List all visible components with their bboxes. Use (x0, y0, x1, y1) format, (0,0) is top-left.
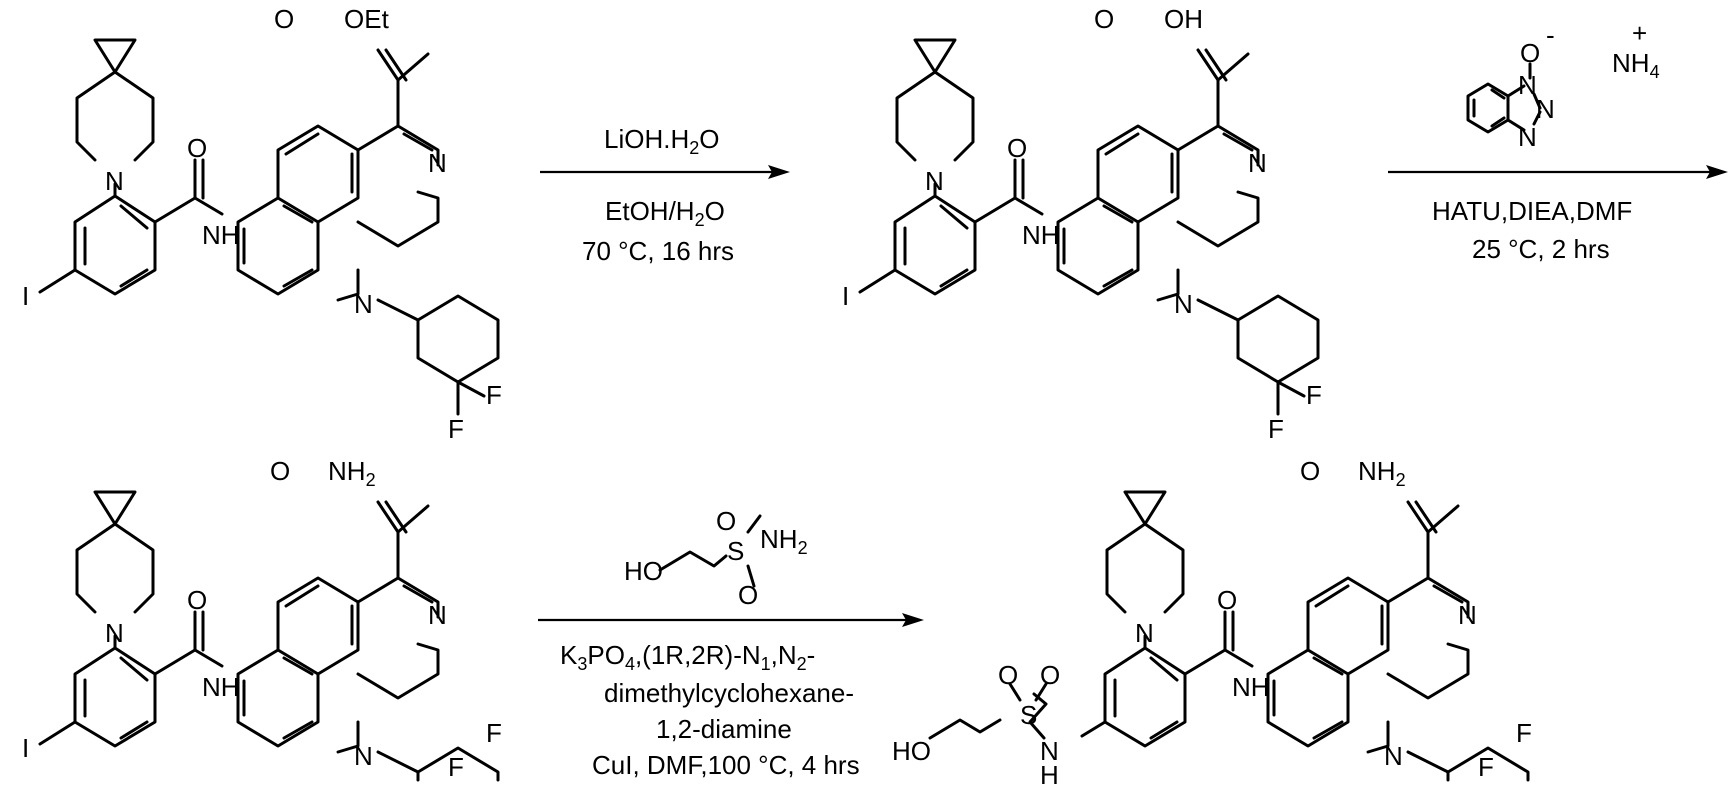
atom-f: F (448, 752, 464, 782)
reagents-line-4: CuI, DMF,100 °C, 4 hrs (592, 750, 860, 780)
atom-nh: NH (1232, 672, 1270, 702)
atom-s: S (1020, 700, 1037, 730)
atom-f: F (448, 414, 464, 444)
atom-o: O (187, 133, 207, 163)
atom-f: F (486, 718, 502, 748)
atom-f: F (1478, 752, 1494, 782)
reaction-arrow-2: N N N O - NH4 + HATU,DIEA,DMF 25 °C, 2 h… (1388, 18, 1728, 264)
atom-n: N (1518, 70, 1537, 100)
atom-n: N (1384, 741, 1403, 771)
atom-o: O (1040, 660, 1060, 690)
atom-f: F (486, 380, 502, 410)
atom-o: O (187, 585, 207, 615)
atom-n: N (1536, 94, 1555, 124)
ammonium: NH4 (1612, 48, 1660, 82)
reagents-line-2: dimethylcyclohexane- (604, 678, 854, 708)
atom-f: F (1306, 380, 1322, 410)
atom-o: O (1300, 456, 1320, 486)
atom-n: N (1248, 148, 1267, 178)
atom-nh: NH (1022, 220, 1060, 250)
atom-iodine: I (22, 281, 29, 311)
atom-o: O (738, 580, 758, 610)
atom-n: N (354, 289, 373, 319)
atom-o: O (998, 660, 1018, 690)
compound-4-final-product: N O NH N N O NH2 F F N H S O O HO (892, 456, 1532, 790)
compound-3-primary-amide: N I O NH N N O NH2 F F (22, 456, 502, 782)
atom-n: N (105, 166, 124, 196)
atom-nh: NH (202, 220, 240, 250)
atom-o: O (1007, 133, 1027, 163)
atom-n: N (1518, 122, 1537, 152)
reaction-arrow-3: HO S O O NH2 K3PO4,(1R,2R)-N1,N2- dimeth… (538, 506, 924, 780)
reagents-line-3: 1,2-diamine (656, 714, 792, 744)
atom-o: O (274, 4, 294, 34)
compound-1-ethyl-ester: N I O NH N N O OEt F F (22, 4, 502, 444)
conditions-1: 70 °C, 16 hrs (582, 236, 734, 266)
atom-iodine: I (22, 733, 29, 763)
atom-n: N (925, 166, 944, 196)
atom-h: H (1040, 760, 1059, 790)
charge-plus: + (1632, 18, 1647, 48)
reagent-lioh: LiOH.H2O (604, 124, 720, 158)
conditions-2: 25 °C, 2 hrs (1472, 234, 1610, 264)
atom-n: N (1174, 289, 1193, 319)
atom-n: N (1135, 618, 1154, 648)
reagents-hatu-diea-dmf: HATU,DIEA,DMF (1432, 196, 1632, 226)
reagents-line-1: K3PO4,(1R,2R)-N1,N2- (560, 640, 815, 674)
atom-oh: OH (1164, 4, 1203, 34)
atom-s: S (727, 536, 744, 566)
reaction-arrow-1: LiOH.H2O EtOH/H2O 70 °C, 16 hrs (540, 124, 790, 266)
atom-nh2: NH2 (1358, 456, 1406, 490)
atom-nh: NH (202, 672, 240, 702)
atom-o: O (1520, 38, 1540, 68)
atom-o: O (716, 506, 736, 536)
atom-n: N (428, 148, 447, 178)
atom-ho: HO (892, 736, 931, 766)
atom-n: N (354, 741, 373, 771)
charge-minus: - (1546, 20, 1555, 50)
atom-n: N (105, 618, 124, 648)
atom-n: N (428, 600, 447, 630)
atom-o: O (1217, 585, 1237, 615)
atom-n: N (1458, 600, 1477, 630)
atom-f: F (1268, 414, 1284, 444)
solvent-etoh-water: EtOH/H2O (605, 196, 725, 230)
atom-nh2: NH2 (760, 524, 808, 558)
atom-o: O (270, 456, 290, 486)
atom-f: F (1516, 718, 1532, 748)
atom-iodine: I (842, 281, 849, 311)
atom-nh2: NH2 (328, 456, 376, 490)
atom-o: O (1094, 4, 1114, 34)
compound-2-carboxylic-acid: N I O NH N N O OH F F (842, 4, 1322, 444)
atom-ho: HO (624, 556, 663, 586)
atom-oet: OEt (344, 4, 390, 34)
